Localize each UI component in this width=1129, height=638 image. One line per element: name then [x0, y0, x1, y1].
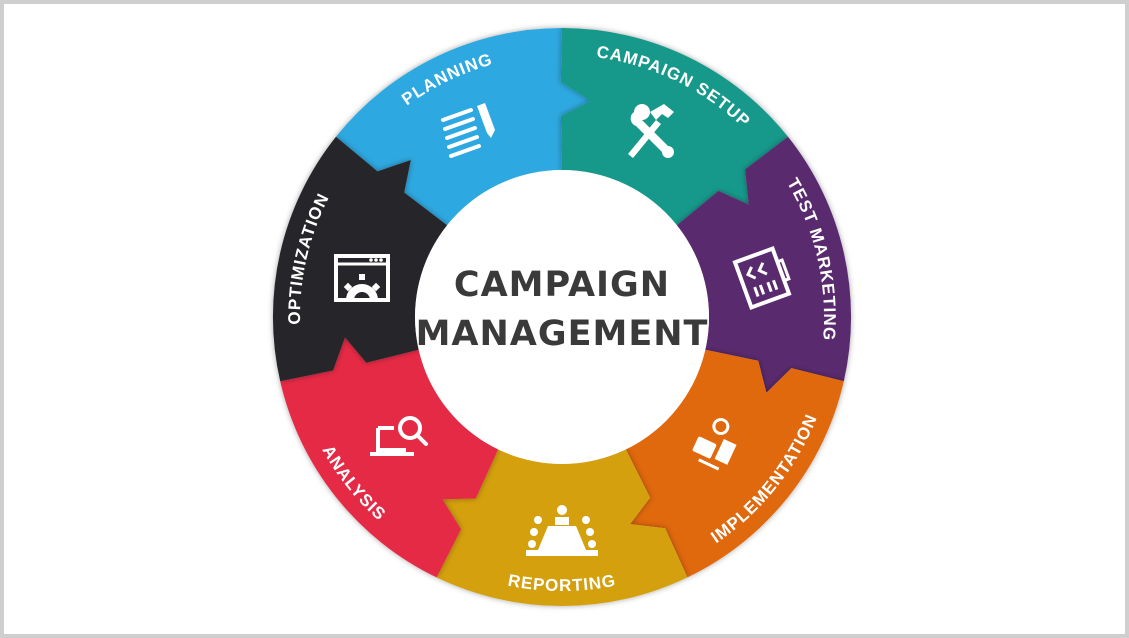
- segment-optimization: [272, 136, 448, 382]
- segment-test-marketing: [676, 136, 852, 393]
- clipboard-icon: [732, 246, 792, 310]
- meeting-table-icon: [526, 505, 598, 556]
- segments-layer: [272, 27, 852, 607]
- laptop-search-icon: [370, 416, 428, 456]
- segment-campaign-setup: [560, 27, 788, 226]
- segment-analysis: [280, 337, 499, 578]
- icons-layer: [334, 103, 792, 556]
- segment-planning: [336, 27, 591, 226]
- center-circle: [415, 170, 709, 464]
- person-computer-icon: [692, 418, 737, 471]
- wrench-hammer-icon: [628, 104, 674, 158]
- center-title-line2: MANAGEMENT: [416, 314, 709, 354]
- document-pencil-icon: [441, 103, 495, 158]
- center-title-line1: CAMPAIGN: [454, 265, 670, 305]
- browser-gear-icon: [334, 254, 390, 302]
- segment-implementation: [625, 349, 844, 578]
